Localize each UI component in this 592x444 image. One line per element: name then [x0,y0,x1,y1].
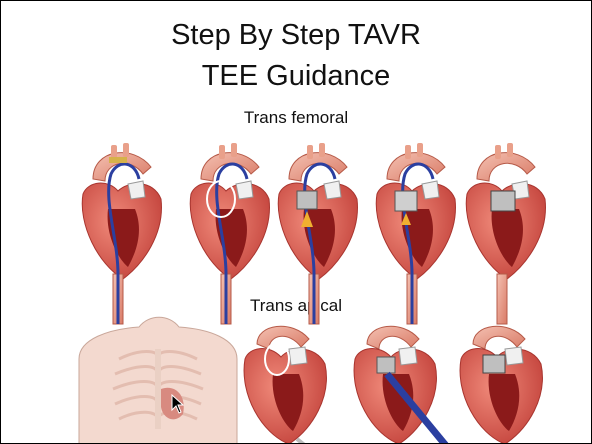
trans-apical-step-2 [354,326,457,444]
trans-femoral-step-2 [190,143,269,324]
trans-apical-step-3 [460,326,542,444]
mouse-cursor-icon [171,394,185,419]
trans-femoral-step-3 [278,143,357,324]
trans-apical-step-1 [244,326,326,444]
trans-femoral-step-1 [82,143,161,324]
trans-femoral-step-5 [466,143,545,324]
trans-femoral-step-4 [376,143,455,324]
trans-apical-chest-illustration [79,317,237,444]
